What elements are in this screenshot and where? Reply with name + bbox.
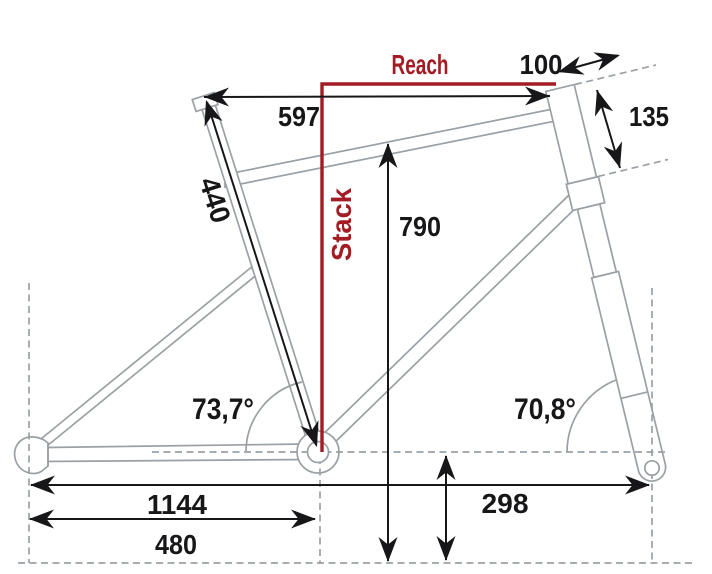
front-axle — [643, 459, 661, 477]
bb-height-value: 298 — [482, 488, 529, 519]
reference-lines — [18, 64, 696, 564]
wheelbase-value: 1144 — [147, 489, 207, 520]
top-tube-value: 597 — [278, 101, 320, 132]
head-tube — [544, 83, 598, 185]
top-tube-dim-line — [203, 95, 551, 98]
chainstay-tube — [40, 443, 306, 463]
standover-value: 790 — [399, 211, 441, 242]
reach-label: Reach — [392, 49, 449, 80]
stack-label: Stack — [326, 188, 357, 261]
stack-reach-lines — [320, 82, 556, 452]
seat-angle-value: 73,7° — [192, 393, 254, 426]
head-angle-value: 70,8° — [514, 393, 576, 426]
head-tube-top-dashed — [574, 64, 657, 86]
bottom-bracket-inner — [306, 440, 330, 464]
fork-leg-joint — [620, 391, 648, 400]
dimension-labels: Reach Stack 597 100 135 440 790 73,7° 70… — [147, 49, 669, 560]
stem-value: 100 — [520, 49, 563, 80]
fork-stanchion — [576, 202, 618, 279]
head-tube-bottom-dashed — [597, 158, 669, 178]
chainstay-value: 480 — [155, 529, 197, 560]
fork-lower-leg — [590, 270, 667, 482]
rear-dropout — [13, 436, 49, 475]
head-tube-value: 135 — [629, 101, 669, 132]
top-tube — [224, 107, 558, 189]
seat-angle-arc — [245, 381, 303, 453]
head-angle-arc — [566, 379, 617, 453]
seat-tube-dim-line — [206, 101, 317, 446]
